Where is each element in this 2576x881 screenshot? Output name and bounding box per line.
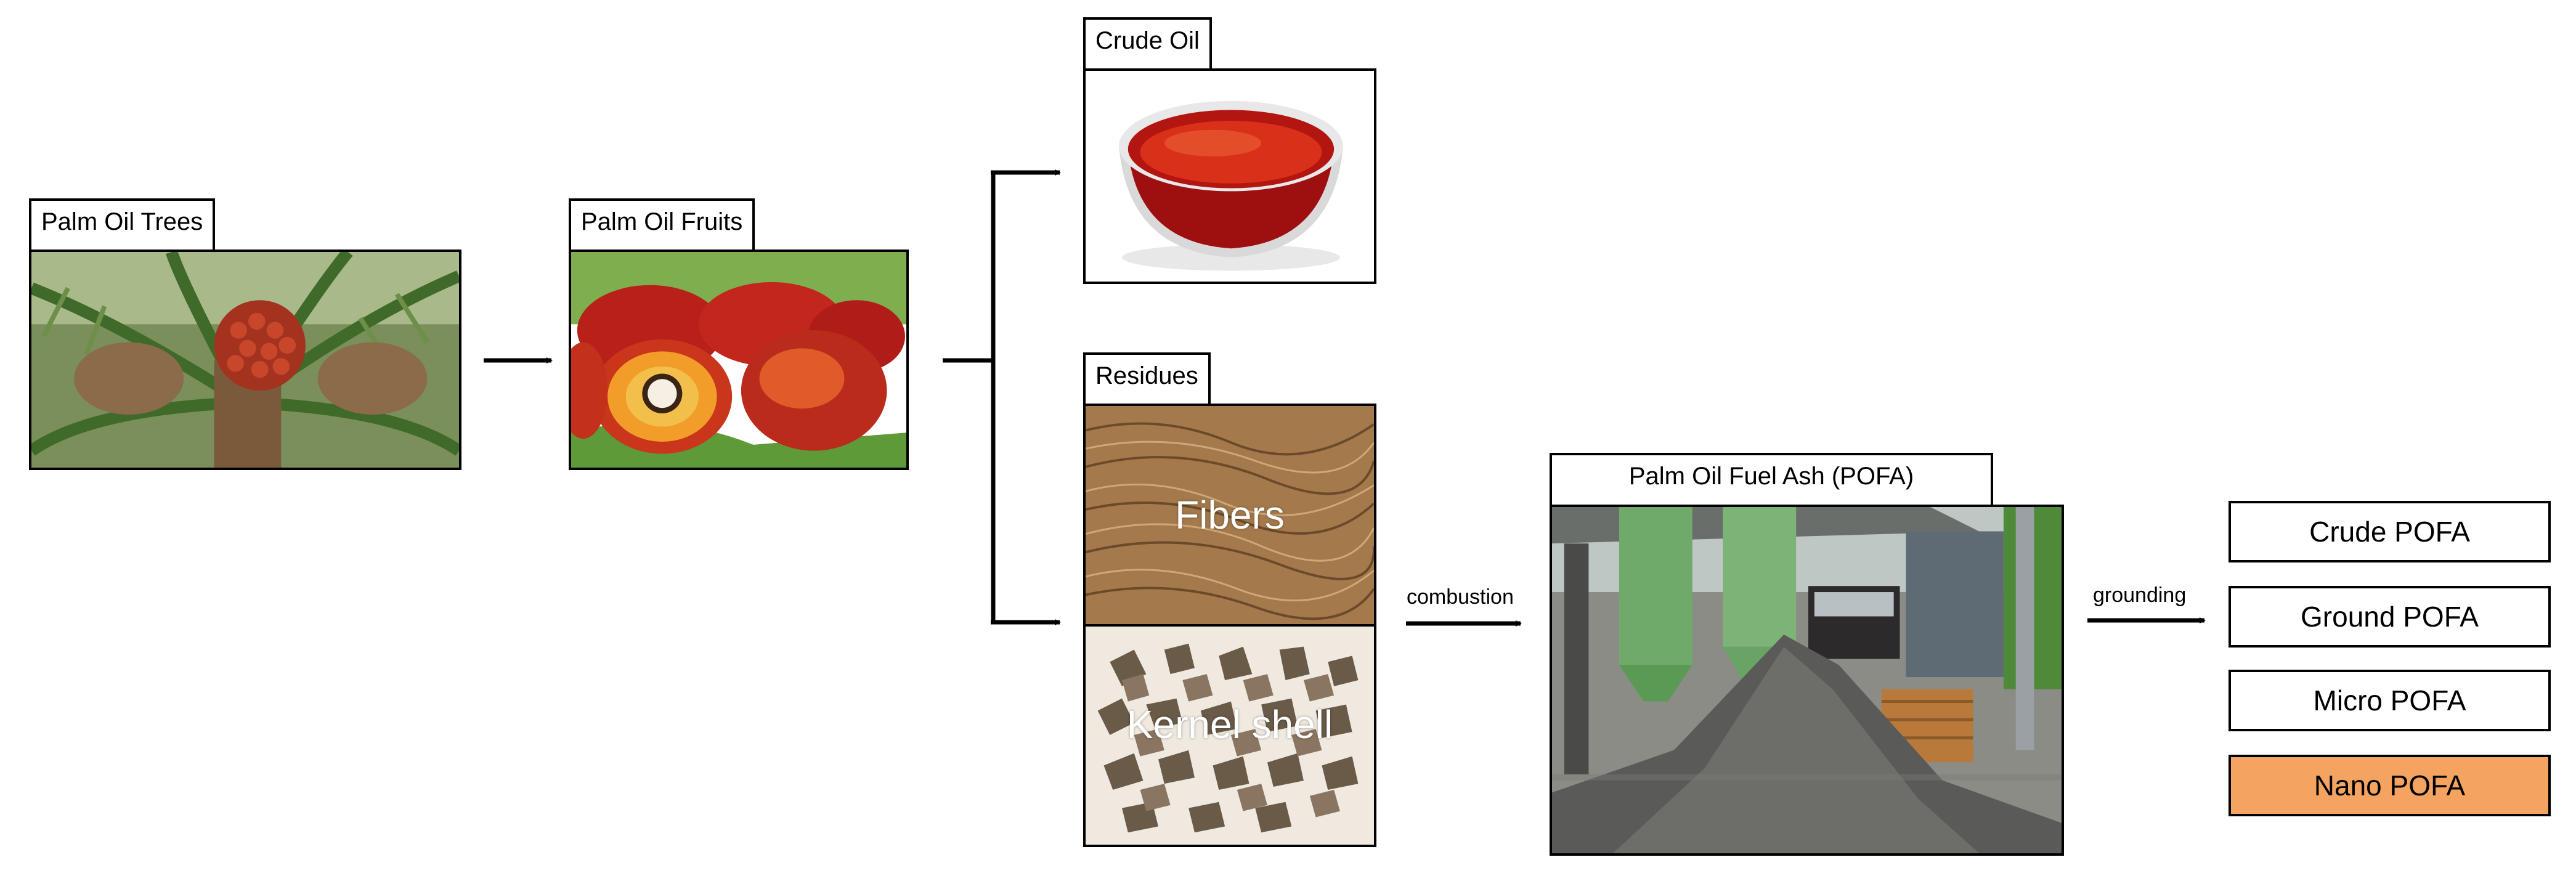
fibers-label: Fibers xyxy=(1175,493,1285,537)
pofa-label: Palm Oil Fuel Ash (POFA) xyxy=(1550,453,1993,507)
residues-image: Fibers Kernel shell xyxy=(1083,404,1376,847)
pofa-image xyxy=(1550,505,2064,856)
crude-oil-label: Crude Oil xyxy=(1083,17,1212,71)
residues-label: Residues xyxy=(1083,352,1211,407)
kernel-shell-label: Kernel shell xyxy=(1126,702,1333,747)
palm-oil-fruits-image xyxy=(569,250,909,470)
grounding-label: grounding xyxy=(2093,583,2187,607)
crude-pofa-box: Crude POFA xyxy=(2229,501,2551,562)
combustion-label: combustion xyxy=(1407,585,1514,609)
palm-oil-trees-image xyxy=(29,250,461,470)
palm-oil-trees-label: Palm Oil Trees xyxy=(29,198,216,253)
palm-oil-fruits-label: Palm Oil Fruits xyxy=(569,198,755,253)
fibers-and-kernel-shell-image xyxy=(1086,406,1374,845)
crude-oil-image xyxy=(1083,68,1376,284)
nano-pofa-box: Nano POFA xyxy=(2229,755,2551,816)
ground-pofa-box: Ground POFA xyxy=(2229,586,2551,648)
micro-pofa-box: Micro POFA xyxy=(2229,670,2551,731)
